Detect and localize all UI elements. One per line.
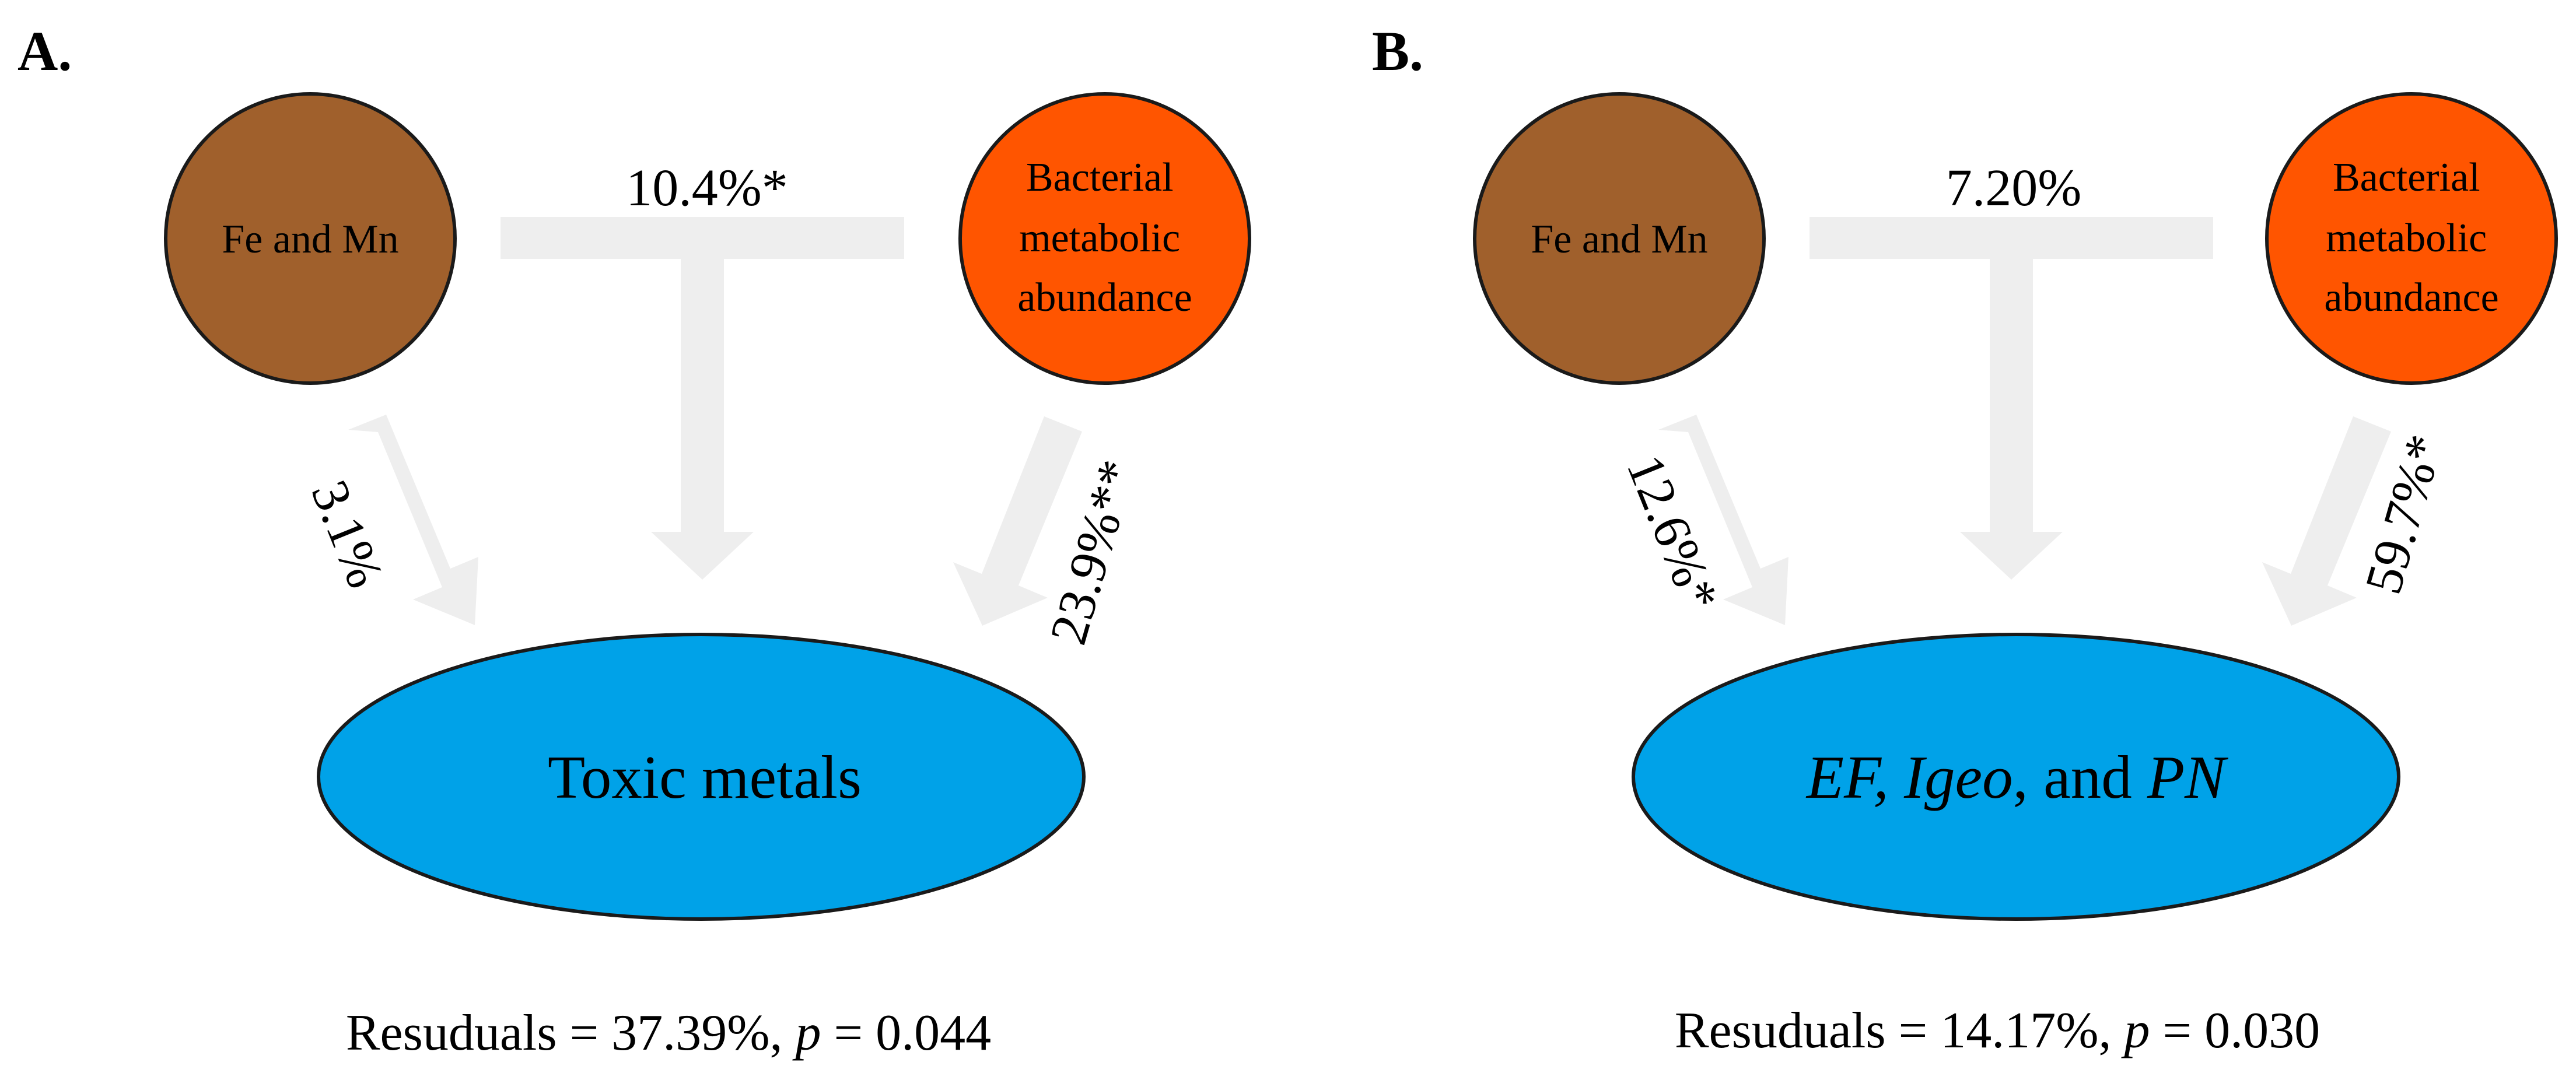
panel-b-shared-arrow	[1810, 217, 2213, 580]
panel-a-shared-pct: 10.4%*	[626, 159, 788, 217]
panel-a-right-arrow	[953, 416, 1082, 626]
panel-b: B. Fe and Mn Bacterial metabolic abundan…	[1372, 20, 2558, 1059]
panel-b-residual: Resuduals = 14.17%, p = 0.030	[1675, 1002, 2320, 1059]
panel-a-target-label: Toxic metals	[548, 743, 862, 811]
panel-b-left-arrow	[1658, 415, 1788, 625]
panel-a-label: A.	[18, 20, 72, 82]
panel-a-bacterial-label: Bacterial metabolic abundance	[1017, 155, 1192, 320]
panel-a-left-pct: 3.1%	[300, 472, 394, 595]
panel-a-fe-mn-node	[164, 92, 457, 385]
panel-b-right-arrow	[2262, 416, 2391, 626]
panel-b-label: B.	[1372, 20, 1423, 82]
panel-b-shared-pct: 7.20%	[1946, 159, 2081, 217]
panel-a-shared-arrow	[501, 217, 904, 580]
panel-b-target-label: EF, Igeo, and PN	[1805, 743, 2228, 811]
panel-b-fe-mn-label: Fe and Mn	[1531, 217, 1707, 262]
panel-a-residual: Resuduals = 37.39%, p = 0.044	[346, 1005, 991, 1061]
panel-b-bacterial-label: Bacterial metabolic abundance	[2324, 155, 2498, 320]
panel-a-left-arrow	[348, 415, 478, 625]
panel-b-bacterial-node	[2265, 92, 2558, 385]
panel-a-bacterial-node	[958, 92, 1251, 385]
panel-a: A. Fe and Mn Bacterial metabolic abundan…	[18, 20, 1251, 1061]
panel-b-fe-mn-node	[1473, 92, 1766, 385]
panel-a-target-node	[317, 633, 1086, 921]
panel-a-fe-mn-label: Fe and Mn	[222, 217, 398, 262]
panel-b-target-node	[1632, 633, 2400, 921]
